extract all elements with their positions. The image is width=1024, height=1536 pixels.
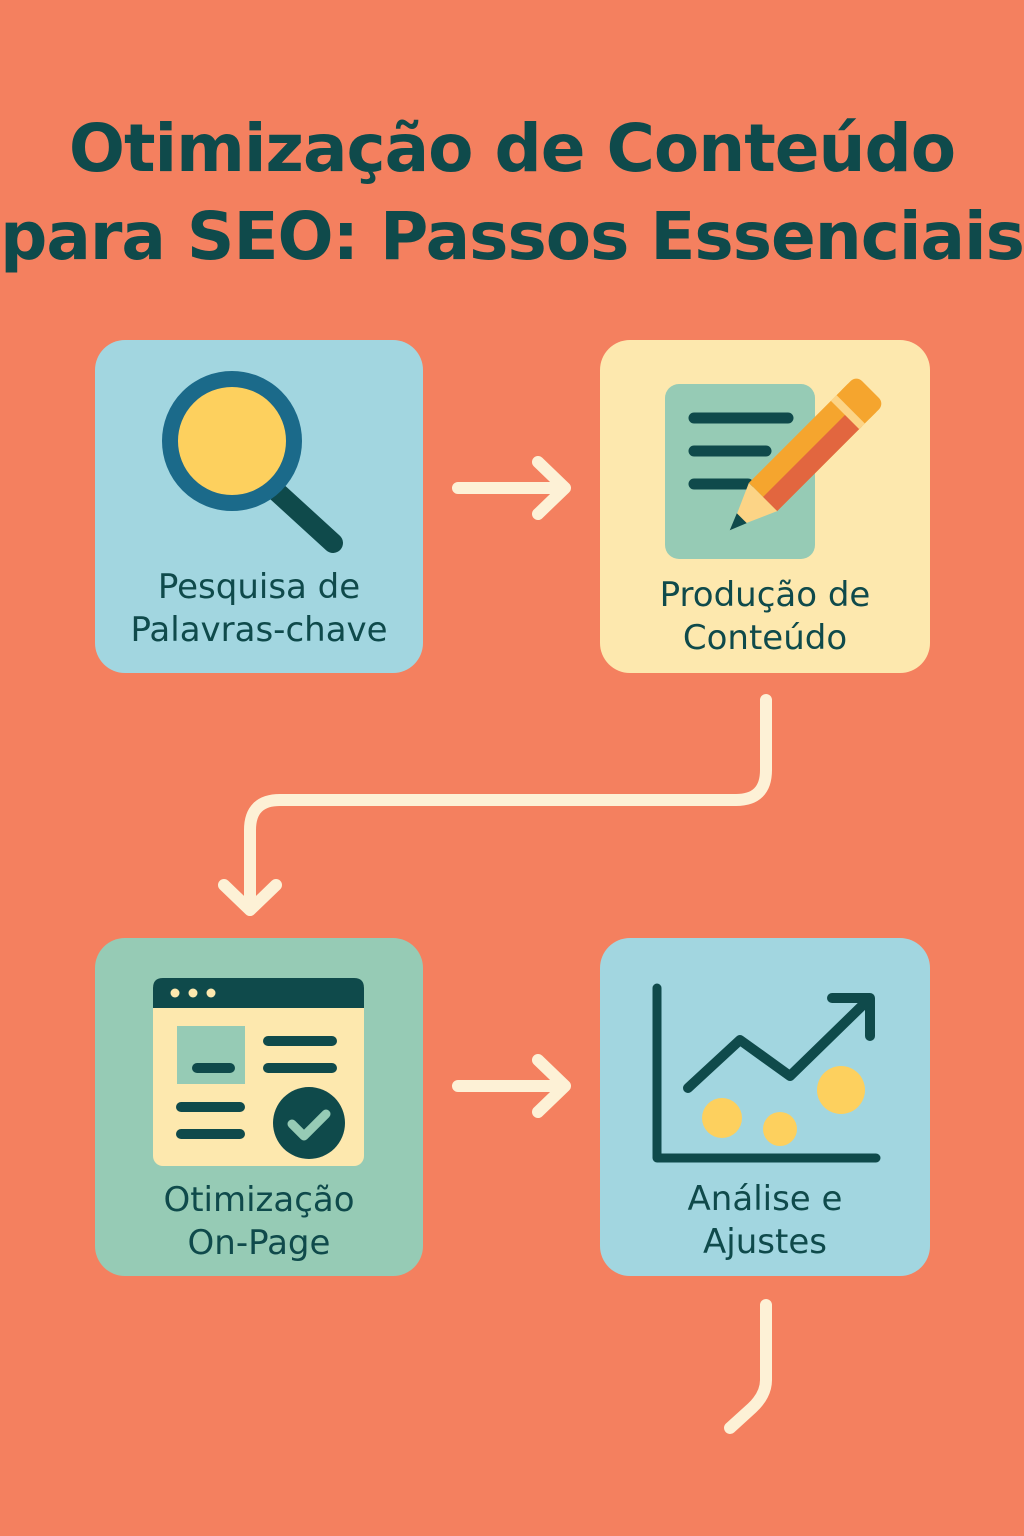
step-label-line: Otimização <box>163 1180 355 1220</box>
arrow-connector-down-icon <box>218 694 772 916</box>
growth-chart-icon <box>652 983 881 1163</box>
magnifier-icon <box>162 371 343 553</box>
step-label-line: Produção de <box>659 575 871 615</box>
arrow-right-icon <box>452 1054 571 1118</box>
step-label-line: Palavras-chave <box>130 610 388 650</box>
title-line-1: Otimização de Conteúdo <box>68 110 956 187</box>
arrow-right-icon <box>452 456 571 520</box>
step-keyword-research: Pesquisa de Palavras-chave <box>95 340 423 673</box>
step-label: Análise e Ajustes <box>600 1178 930 1264</box>
step-label: Pesquisa de Palavras-chave <box>95 566 423 652</box>
title-line-2: para SEO: Passos Essenciais <box>0 198 1024 275</box>
arrow-continue-icon <box>724 1299 772 1434</box>
step-label-line: On-Page <box>187 1223 331 1263</box>
step-label-line: Ajustes <box>703 1222 827 1262</box>
step-label: Produção de Conteúdo <box>600 574 930 660</box>
step-content-production: Produção de Conteúdo <box>600 340 930 673</box>
step-on-page-optimization: Otimização On-Page <box>95 938 423 1276</box>
webpage-check-icon <box>153 978 364 1166</box>
document-pencil-icon <box>665 378 882 559</box>
step-analysis-adjustments: Análise e Ajustes <box>600 938 930 1276</box>
step-label-line: Pesquisa de <box>157 567 361 607</box>
step-label-line: Conteúdo <box>682 618 848 658</box>
page-title: Otimização de Conteúdo para SEO: Passos … <box>0 105 1024 281</box>
step-label: Otimização On-Page <box>95 1179 423 1265</box>
step-label-line: Análise e <box>687 1179 843 1219</box>
